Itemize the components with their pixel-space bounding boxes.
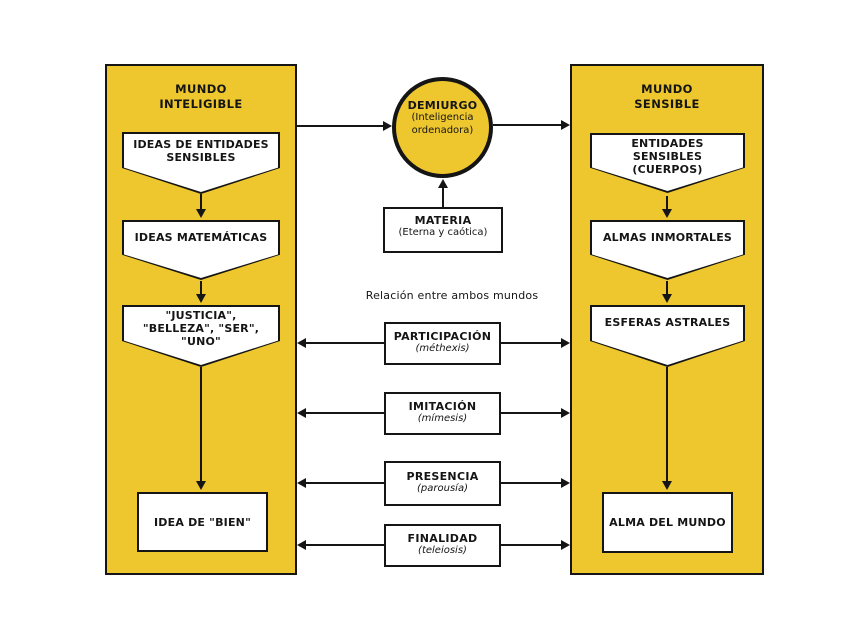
relation-line-left	[306, 342, 384, 344]
relation-line-right	[501, 412, 561, 414]
connector-demiurgo-to-right-panel	[493, 124, 561, 126]
right-panel-title-line2: SENSIBLE	[634, 97, 700, 111]
arrow-right-icon	[561, 408, 570, 418]
arrow-right-icon	[561, 338, 570, 348]
node-label-line: IDEAS DE ENTIDADES	[133, 138, 269, 151]
node-label: "JUSTICIA", "BELLEZA", "SER", "UNO"	[122, 309, 280, 348]
node-label-line: "JUSTICIA",	[165, 309, 237, 322]
node-label-line: SENSIBLES	[632, 150, 703, 163]
arrow-down-icon	[662, 209, 672, 218]
node-label-line: ALMA DEL MUNDO	[609, 516, 726, 529]
relation-title: IMITACIÓN	[408, 400, 477, 413]
node-label: ALMAS INMORTALES	[590, 231, 745, 244]
arrow-down-icon	[662, 294, 672, 303]
arrow-left-icon	[297, 478, 306, 488]
node-alma-del-mundo: ALMA DEL MUNDO	[602, 492, 733, 553]
relation-title: PRESENCIA	[406, 470, 479, 483]
arrow-right-icon	[561, 540, 570, 550]
arrow-left-icon	[297, 540, 306, 550]
arrow-up-icon	[438, 179, 448, 188]
relation-box-finalidad: FINALIDAD (teleiosis)	[384, 524, 501, 567]
left-panel-title-line1: MUNDO	[175, 82, 227, 96]
flow-line	[200, 281, 202, 294]
relations-heading: Relación entre ambos mundos	[365, 289, 539, 302]
right-panel-title: MUNDO SENSIBLE	[572, 82, 762, 112]
node-label-line: (CUERPOS)	[632, 163, 703, 176]
arrow-right-icon	[561, 478, 570, 488]
node-justicia-belleza-ser-uno: "JUSTICIA", "BELLEZA", "SER", "UNO"	[122, 305, 280, 367]
node-label-line: "BELLEZA", "SER",	[142, 322, 260, 335]
flow-line	[666, 367, 668, 481]
arrow-right-icon	[561, 120, 570, 130]
relation-line-right	[501, 544, 561, 546]
relation-subtitle: (mímesis)	[417, 413, 468, 424]
node-label: ENTIDADES SENSIBLES (CUERPOS)	[590, 137, 745, 176]
demiurgo-title: DEMIURGO	[407, 99, 478, 112]
flow-line	[200, 367, 202, 481]
relation-box-imitacion: IMITACIÓN (mímesis)	[384, 392, 501, 435]
node-ideas-matematicas: IDEAS MATEMÁTICAS	[122, 220, 280, 280]
node-label: IDEAS DE ENTIDADES SENSIBLES	[122, 138, 280, 164]
node-ideas-de-entidades-sensibles: IDEAS DE ENTIDADES SENSIBLES	[122, 132, 280, 194]
relation-box-participacion: PARTICIPACIÓN (méthexis)	[384, 322, 501, 365]
relation-line-left	[306, 482, 384, 484]
node-idea-de-bien: IDEA DE "BIEN"	[137, 492, 268, 552]
demiurgo-subtitle-line1: (Inteligencia	[411, 112, 474, 123]
relation-subtitle: (parousía)	[417, 483, 468, 494]
arrow-right-icon	[383, 121, 392, 131]
node-label-line: ESFERAS ASTRALES	[604, 316, 731, 329]
connector-left-panel-to-demiurgo	[297, 125, 383, 127]
relation-title: FINALIDAD	[407, 532, 478, 545]
flow-line	[666, 281, 668, 294]
node-label-line: IDEAS MATEMÁTICAS	[134, 231, 268, 244]
relation-line-right	[501, 482, 561, 484]
relation-title: PARTICIPACIÓN	[393, 330, 492, 343]
arrow-down-icon	[196, 209, 206, 218]
materia-title: MATERIA	[414, 214, 472, 227]
relation-line-right	[501, 342, 561, 344]
relation-box-presencia: PRESENCIA (parousía)	[384, 461, 501, 506]
connector-materia-to-demiurgo	[442, 188, 444, 207]
node-label-line: SENSIBLES	[166, 151, 236, 164]
node-demiurgo: DEMIURGO (Inteligencia ordenadora)	[392, 77, 493, 178]
arrow-down-icon	[662, 481, 672, 490]
node-label: ESFERAS ASTRALES	[590, 316, 745, 329]
materia-subtitle: (Eterna y caótica)	[398, 227, 488, 238]
relation-line-left	[306, 544, 384, 546]
node-label-line: ENTIDADES	[631, 137, 704, 150]
left-panel-title: MUNDO INTELIGIBLE	[107, 82, 295, 112]
node-almas-inmortales: ALMAS INMORTALES	[590, 220, 745, 280]
node-label: IDEAS MATEMÁTICAS	[122, 231, 280, 244]
demiurgo-subtitle-line2: ordenadora)	[411, 124, 474, 136]
node-label-line: ALMAS INMORTALES	[602, 231, 733, 244]
arrow-left-icon	[297, 338, 306, 348]
relation-subtitle: (teleiosis)	[418, 545, 467, 556]
flow-line	[200, 194, 202, 209]
arrow-left-icon	[297, 408, 306, 418]
relation-subtitle: (méthexis)	[415, 343, 470, 354]
arrow-down-icon	[196, 294, 206, 303]
relation-line-left	[306, 412, 384, 414]
left-panel-title-line2: INTELIGIBLE	[159, 97, 243, 111]
node-entidades-sensibles-cuerpos: ENTIDADES SENSIBLES (CUERPOS)	[590, 133, 745, 193]
node-label-line: IDEA DE "BIEN"	[153, 515, 251, 529]
node-esferas-astrales: ESFERAS ASTRALES	[590, 305, 745, 367]
node-materia: MATERIA (Eterna y caótica)	[383, 207, 503, 253]
flow-line	[666, 196, 668, 209]
right-panel-title-line1: MUNDO	[641, 82, 693, 96]
arrow-down-icon	[196, 481, 206, 490]
node-label-line: "UNO"	[181, 335, 221, 348]
